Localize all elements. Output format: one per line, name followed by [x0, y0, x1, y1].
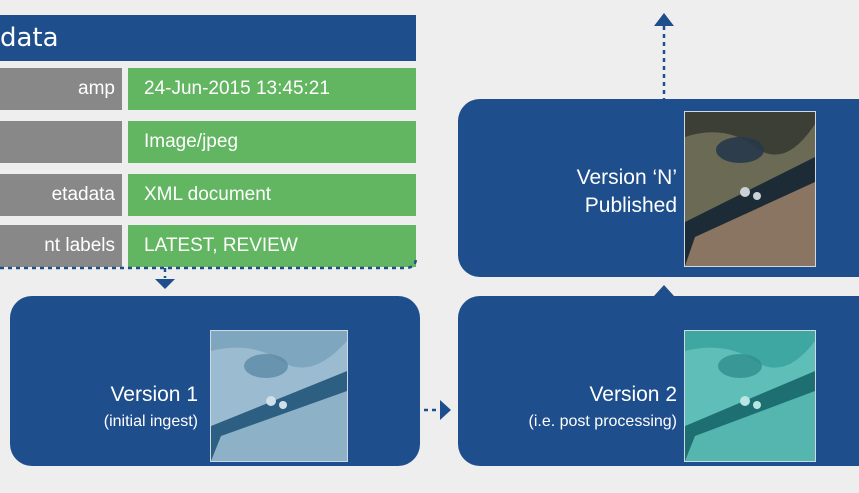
version-2-subtitle: (i.e. post processing)	[528, 413, 677, 431]
version-2-title: Version 2	[589, 383, 677, 406]
arrow-up-icon	[654, 13, 674, 26]
metadata-key: etadata	[0, 174, 122, 216]
version-n-title: Version ‘N’	[576, 166, 677, 189]
metadata-value: Image/jpeg	[128, 121, 416, 163]
version-1-label: Version 1 (initial ingest)	[104, 382, 198, 432]
satellite-image-vn	[684, 111, 816, 267]
version-n-box: Version ‘N’ Published	[458, 99, 859, 277]
metadata-key	[0, 121, 122, 163]
version-n-label: Version ‘N’ Published	[577, 165, 677, 220]
version-1-subtitle: (initial ingest)	[103, 413, 198, 431]
arrow-right-icon	[440, 400, 451, 420]
metadata-title: data	[0, 23, 59, 53]
satellite-image-v1	[210, 330, 348, 462]
arrow-up-icon	[654, 285, 674, 296]
version-2-box: Version 2 (i.e. post processing)	[458, 296, 859, 466]
version-1-title: Version 1	[110, 383, 198, 406]
version-1-box: Version 1 (initial ingest)	[10, 296, 420, 466]
satellite-image-v2	[684, 330, 816, 462]
metadata-value: XML document	[128, 174, 416, 216]
metadata-row-type: Image/jpeg	[0, 121, 416, 163]
version-n-subtitle: Published	[584, 194, 677, 218]
metadata-value: LATEST, REVIEW	[128, 225, 416, 267]
metadata-header: data	[0, 15, 416, 61]
metadata-row-metadata: etadata XML document	[0, 174, 416, 216]
metadata-key: amp	[0, 68, 122, 110]
metadata-row-timestamp: amp 24-Jun-2015 13:45:21	[0, 68, 416, 110]
metadata-key: nt labels	[0, 225, 122, 267]
version-2-label: Version 2 (i.e. post processing)	[528, 382, 677, 432]
dotted-connector-table	[0, 257, 418, 270]
metadata-row-labels: nt labels LATEST, REVIEW	[0, 225, 416, 267]
metadata-value: 24-Jun-2015 13:45:21	[128, 68, 416, 110]
arrow-down-icon	[155, 279, 175, 289]
